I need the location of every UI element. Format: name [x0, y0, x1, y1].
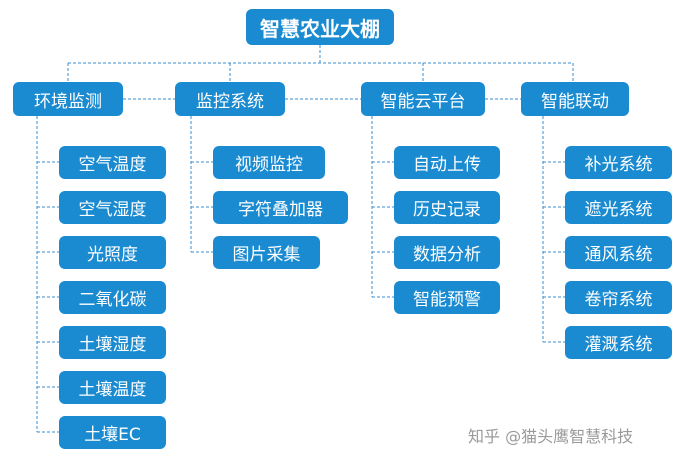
list-item: 数据分析: [394, 236, 500, 269]
list-item: 土壤EC: [59, 416, 166, 449]
list-item: 视频监控: [213, 146, 325, 179]
list-item: 图片采集: [213, 236, 320, 269]
list-item: 历史记录: [394, 191, 500, 224]
list-item: 自动上传: [394, 146, 500, 179]
list-item: 智能预警: [394, 281, 500, 314]
category-node-cloud-platform: 智能云平台: [361, 82, 485, 116]
category-node-smart-linkage: 智能联动: [521, 82, 629, 116]
list-item: 土壤温度: [59, 371, 166, 404]
category-node-monitoring-system: 监控系统: [175, 82, 285, 116]
list-item: 二氧化碳: [59, 281, 166, 314]
list-item: 遮光系统: [565, 191, 672, 224]
list-item: 光照度: [59, 236, 166, 269]
list-item: 字符叠加器: [213, 191, 348, 224]
root-node: 智慧农业大棚: [246, 9, 394, 45]
list-item: 空气湿度: [59, 191, 166, 224]
list-item: 土壤湿度: [59, 326, 166, 359]
list-item: 通风系统: [565, 236, 672, 269]
watermark-text: 知乎 @猫头鹰智慧科技: [468, 427, 634, 446]
list-item: 空气温度: [59, 146, 166, 179]
list-item: 补光系统: [565, 146, 672, 179]
list-item: 灌溉系统: [565, 326, 672, 359]
list-item: 卷帘系统: [565, 281, 672, 314]
category-node-env-monitoring: 环境监测: [13, 82, 123, 116]
